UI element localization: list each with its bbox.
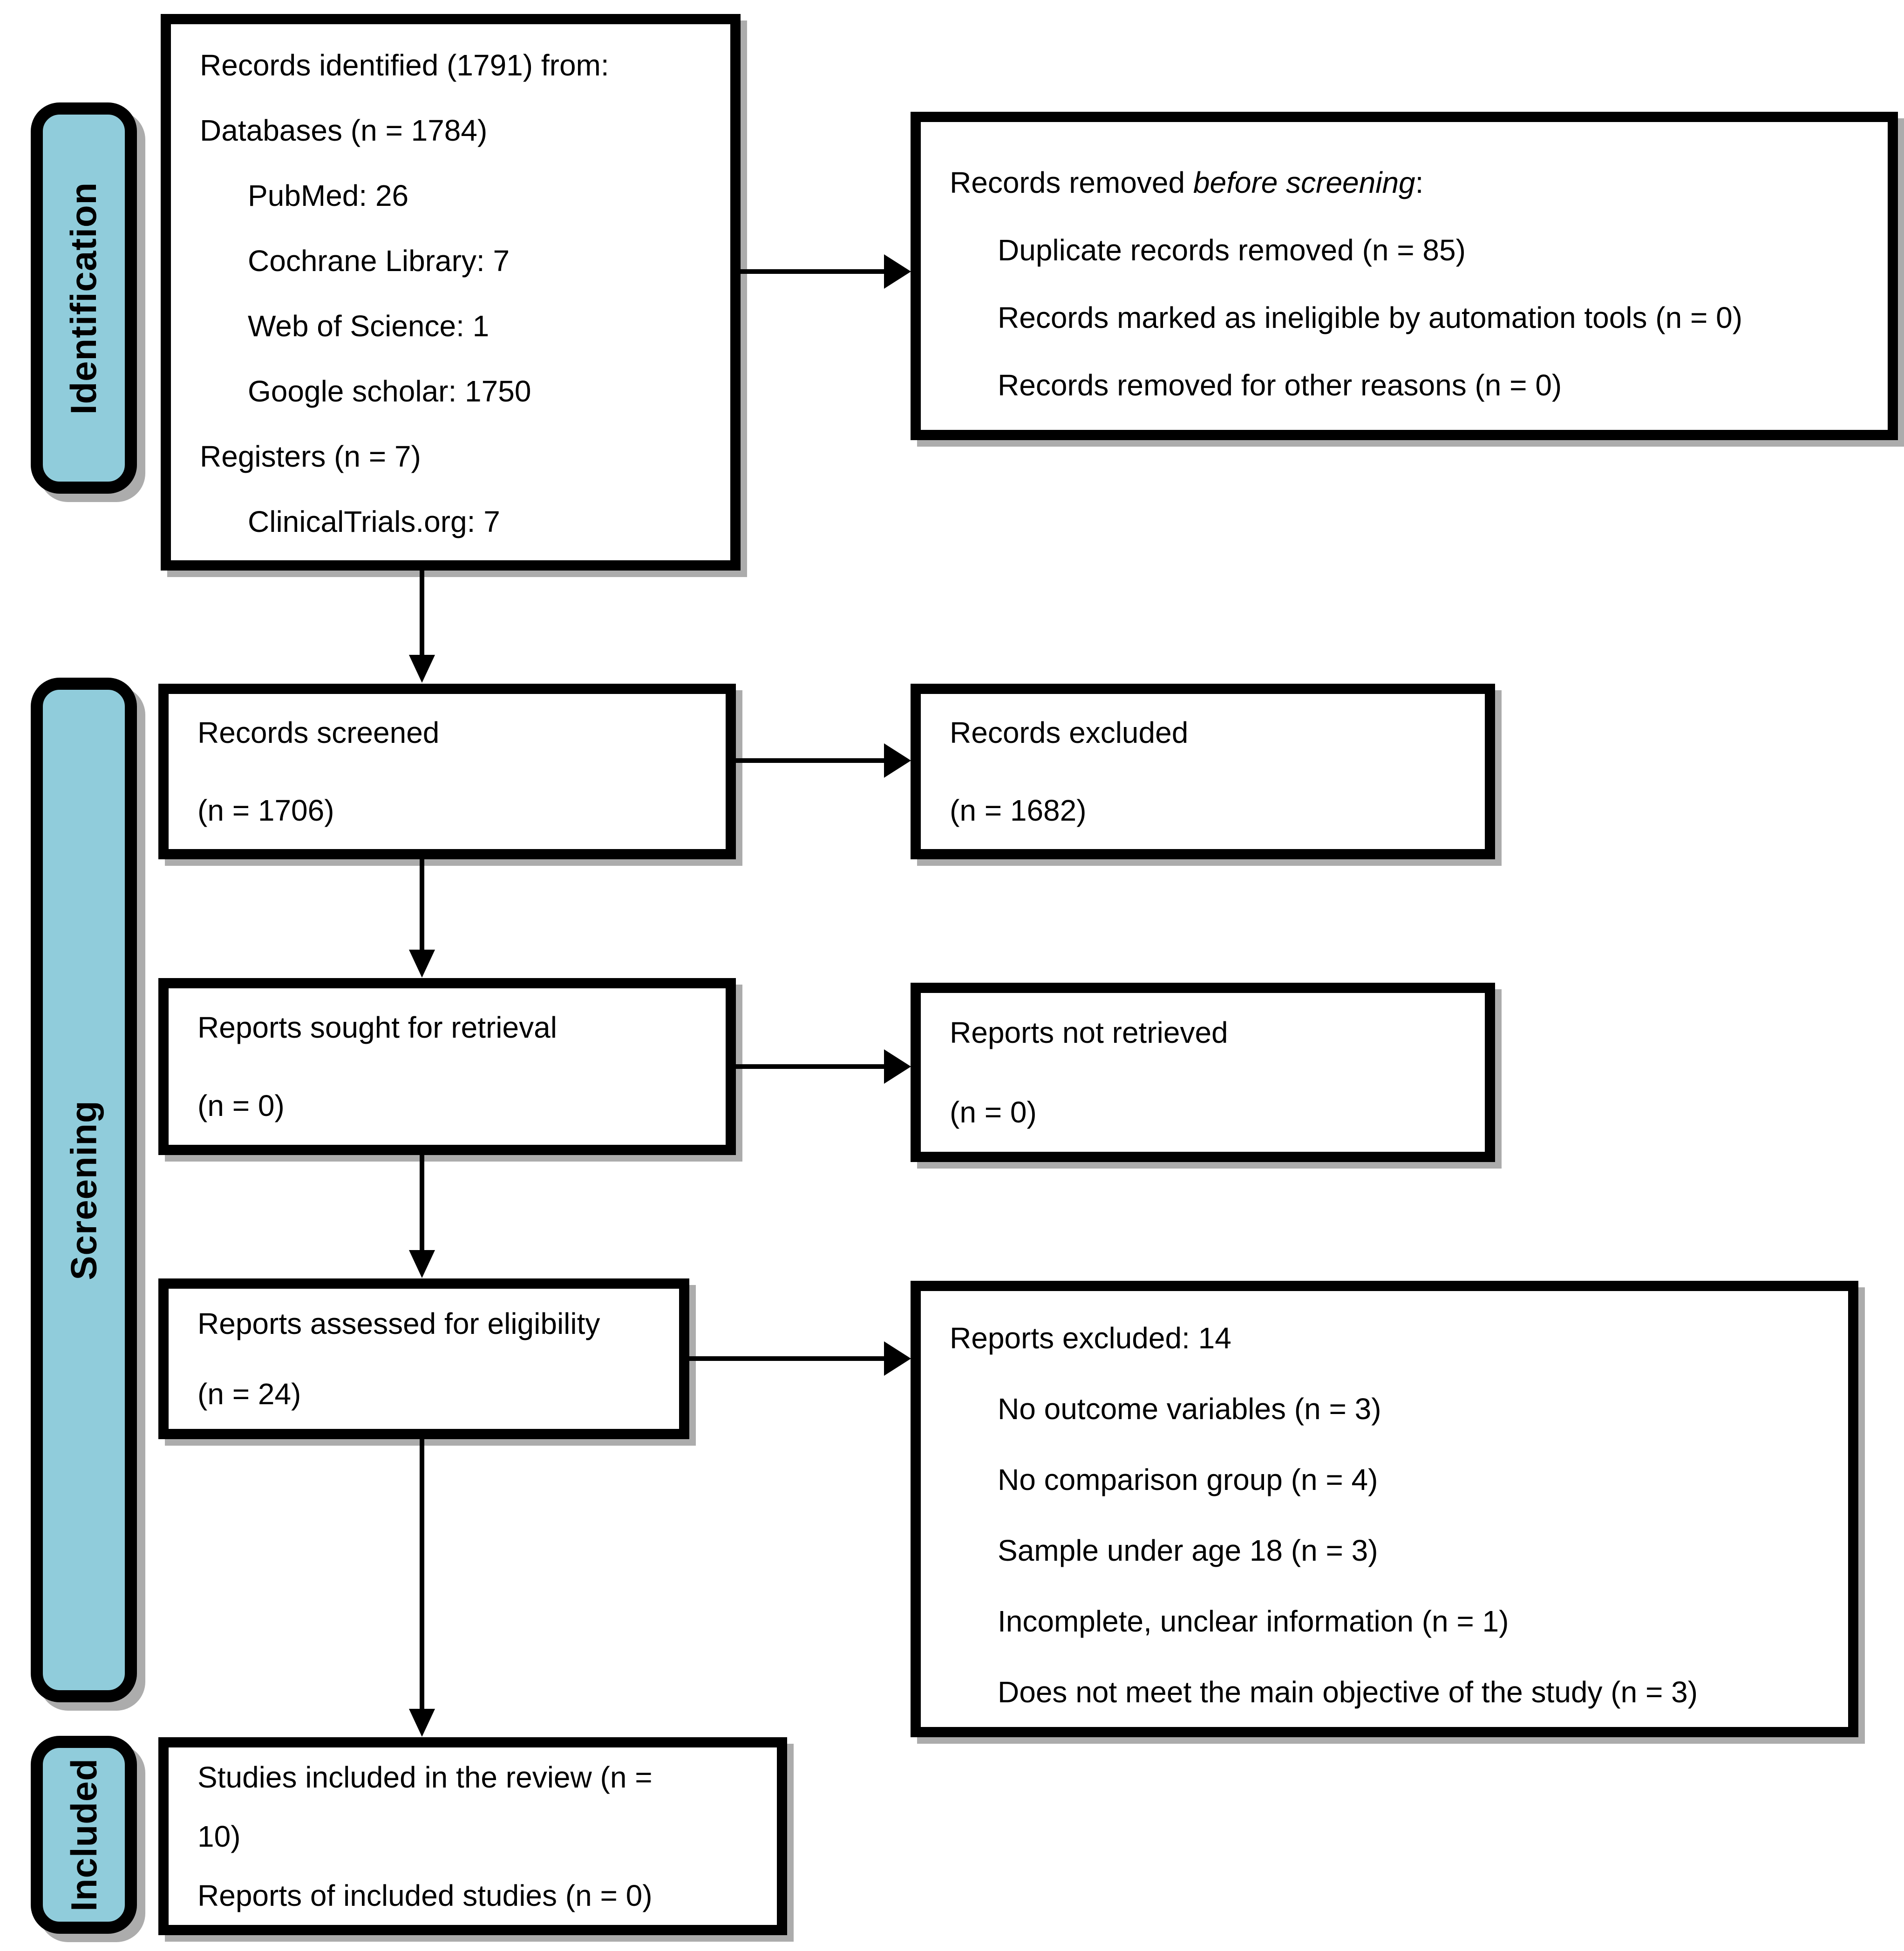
- records-screened-count: (n = 1706): [197, 793, 334, 827]
- records-identified-title: Records identified (1791) from:: [200, 48, 609, 82]
- records-screened-box: Records screened (n = 1706): [158, 684, 736, 859]
- reports-not-retrieved-count: (n = 0): [950, 1095, 1037, 1129]
- sample-under-age-line: Sample under age 18 (n = 3): [998, 1534, 1378, 1567]
- reports-sought-count: (n = 0): [197, 1089, 285, 1122]
- pubmed-count-line: PubMed: 26: [248, 179, 409, 212]
- stage-label-screening: Screening: [31, 678, 137, 1702]
- clinicaltrials-count-line: ClinicalTrials.org: 7: [248, 505, 500, 538]
- reports-not-retrieved-box: Reports not retrieved (n = 0): [911, 983, 1495, 1162]
- no-comparison-group-line: No comparison group (n = 4): [998, 1463, 1378, 1496]
- reports-sought-box: Reports sought for retrieval (n = 0): [158, 978, 736, 1155]
- stage-label-included-text: Included: [63, 1758, 104, 1911]
- google-scholar-count-line: Google scholar: 1750: [248, 374, 531, 408]
- arrow-identified-to-screened: [409, 571, 435, 683]
- arrow-screened-to-sought: [409, 858, 435, 978]
- records-removed-title-suffix: :: [1415, 166, 1424, 199]
- stage-label-identification-text: Identification: [63, 182, 104, 415]
- stage-label-screening-text: Screening: [63, 1100, 104, 1280]
- arrow-sought-to-not-retrieved: [735, 1049, 911, 1084]
- records-excluded-box: Records excluded (n = 1682): [911, 684, 1495, 859]
- studies-included-line1: Studies included in the review (n =: [197, 1760, 653, 1794]
- stage-label-included: Included: [31, 1736, 137, 1934]
- arrow-identified-to-removed: [740, 254, 911, 289]
- removed-other-reasons-line: Records removed for other reasons (n = 0…: [998, 368, 1562, 402]
- records-removed-box: Records removed before screening: Duplic…: [911, 112, 1898, 440]
- records-excluded-count: (n = 1682): [950, 793, 1087, 827]
- cochrane-count-line: Cochrane Library: 7: [248, 244, 510, 278]
- arrow-assessed-to-included: [409, 1438, 435, 1737]
- arrow-sought-to-assessed: [409, 1154, 435, 1278]
- databases-count-line: Databases (n = 1784): [200, 114, 488, 147]
- records-screened-title: Records screened: [197, 716, 440, 750]
- registers-count-line: Registers (n = 7): [200, 440, 421, 473]
- records-excluded-title: Records excluded: [950, 716, 1189, 750]
- arrow-screened-to-excluded: [735, 743, 911, 778]
- stage-label-identification: Identification: [31, 102, 137, 494]
- reports-excluded-box: Reports excluded: 14 No outcome variable…: [911, 1281, 1858, 1737]
- ineligible-automation-line: Records marked as ineligible by automati…: [998, 301, 1743, 334]
- duplicates-removed-line: Duplicate records removed (n = 85): [998, 233, 1466, 267]
- reports-sought-title: Reports sought for retrieval: [197, 1011, 557, 1044]
- arrow-assessed-to-excluded: [688, 1341, 911, 1376]
- studies-included-line2: 10): [197, 1819, 241, 1853]
- reports-excluded-title: Reports excluded: 14: [950, 1321, 1231, 1355]
- reports-assessed-count: (n = 24): [197, 1377, 301, 1411]
- records-removed-title-italic: before screening: [1193, 166, 1415, 199]
- studies-included-box: Studies included in the review (n = 10) …: [158, 1737, 787, 1935]
- reports-assessed-box: Reports assessed for eligibility (n = 24…: [158, 1278, 689, 1439]
- records-identified-box: Records identified (1791) from: Database…: [161, 14, 741, 571]
- not-meet-objective-line: Does not meet the main objective of the …: [998, 1675, 1698, 1709]
- records-removed-title-prefix: Records removed: [950, 166, 1193, 199]
- no-outcome-variables-line: No outcome variables (n = 3): [998, 1392, 1381, 1426]
- reports-assessed-title: Reports assessed for eligibility: [197, 1307, 600, 1341]
- incomplete-information-line: Incomplete, unclear information (n = 1): [998, 1604, 1509, 1638]
- records-removed-title: Records removed before screening:: [921, 149, 1888, 217]
- reports-not-retrieved-title: Reports not retrieved: [950, 1016, 1228, 1050]
- web-of-science-count-line: Web of Science: 1: [248, 309, 490, 343]
- studies-included-line3: Reports of included studies (n = 0): [197, 1878, 653, 1912]
